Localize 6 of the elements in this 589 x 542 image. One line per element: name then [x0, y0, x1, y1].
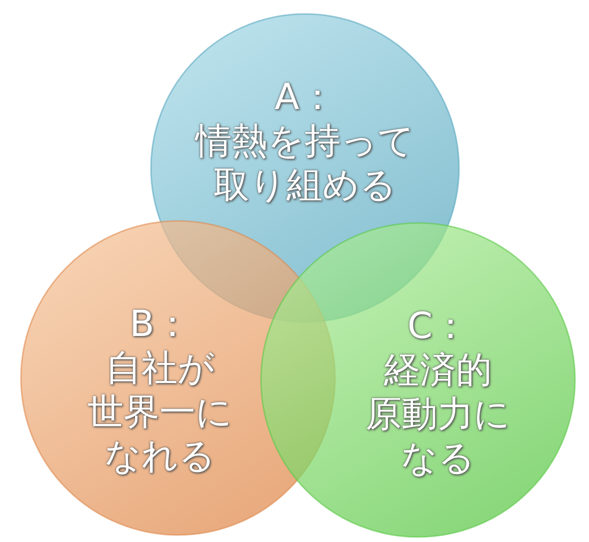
circle-label: 経済的原動力になる [364, 349, 512, 481]
circle-label: 情熱を持って取り組める [194, 120, 416, 208]
circle-heading: C： [406, 305, 470, 349]
circle-heading: A： [274, 76, 336, 120]
circle-heading: B： [128, 303, 192, 347]
circle-label: 自社が世界一になれる [86, 347, 234, 479]
